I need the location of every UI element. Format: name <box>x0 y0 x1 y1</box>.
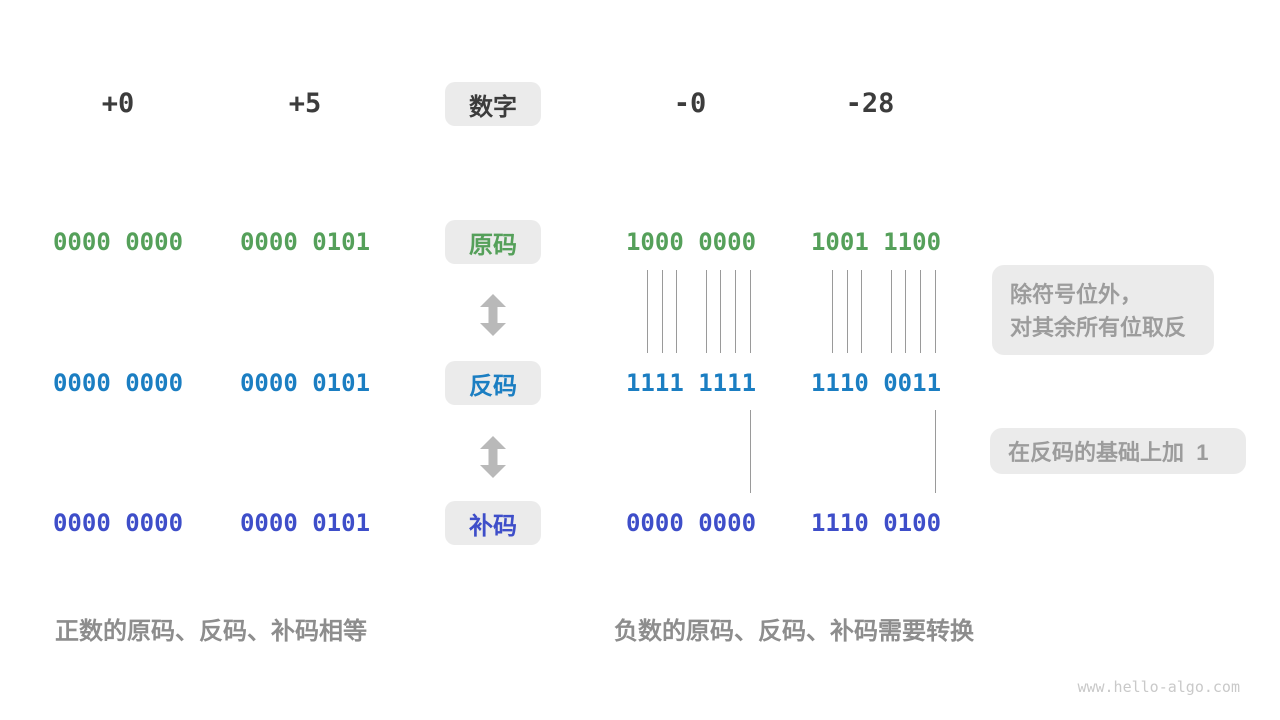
add-one-note: 在反码的基础上加 1 <box>990 428 1246 474</box>
sign-magnitude-value-minus28: 1001 1100 <box>810 228 942 256</box>
invert-bits-note: 除符号位外， 对其余所有位取反 <box>992 265 1214 355</box>
ones-complement-value-minus28: 1110 0011 <box>810 369 942 397</box>
sign-magnitude-value-plus5: 0000 0101 <box>239 228 371 256</box>
twos-complement-label: 补码 <box>469 512 517 540</box>
ones-complement-label: 反码 <box>469 372 517 400</box>
sign-magnitude-value-plus0: 0000 0000 <box>52 228 184 256</box>
twos-complement-value-minus0: 0000 0000 <box>625 509 757 537</box>
twos-complement-value-plus5: 0000 0101 <box>239 509 371 537</box>
bit-connector-line <box>662 270 663 353</box>
bit-connector-line <box>647 270 648 353</box>
header-number-plus0: +0 <box>101 88 135 119</box>
invert-bits-note-line2: 对其余所有位取反 <box>1010 315 1187 340</box>
bit-connector-line <box>676 270 677 353</box>
bit-connector-line <box>920 270 921 353</box>
bit-connector-line <box>720 270 721 353</box>
bit-connector-line <box>891 270 892 353</box>
invert-bits-note-line1: 除符号位外， <box>1010 282 1143 307</box>
header-number-minus0: -0 <box>673 88 707 119</box>
up-down-arrow-icon <box>480 294 506 336</box>
bit-connector-line <box>750 270 751 353</box>
bit-connector-line <box>832 270 833 353</box>
ones-complement-label-box: 反码 <box>445 361 541 405</box>
positive-numbers-caption: 正数的原码、反码、补码相等 <box>55 618 367 645</box>
sign-magnitude-value-minus0: 1000 0000 <box>625 228 757 256</box>
negative-numbers-caption: 负数的原码、反码、补码需要转换 <box>614 618 974 645</box>
twos-complement-value-plus0: 0000 0000 <box>52 509 184 537</box>
sign-magnitude-label-box: 原码 <box>445 220 541 264</box>
ones-complement-value-plus0: 0000 0000 <box>52 369 184 397</box>
twos-complement-label-box: 补码 <box>445 501 541 545</box>
bit-connector-line <box>706 270 707 353</box>
number-label: 数字 <box>469 93 517 121</box>
watermark-url: www.hello-algo.com <box>1077 678 1240 696</box>
ones-complement-value-minus0: 1111 1111 <box>625 369 757 397</box>
header-number-minus28: -28 <box>845 88 895 119</box>
sign-magnitude-label: 原码 <box>469 231 517 259</box>
bit-connector-line <box>905 270 906 353</box>
header-number-plus5: +5 <box>288 88 322 119</box>
bit-connector-line <box>735 270 736 353</box>
bit-connector-line <box>935 410 936 493</box>
bit-connector-line <box>847 270 848 353</box>
twos-complement-value-minus28: 1110 0100 <box>810 509 942 537</box>
ones-complement-value-plus5: 0000 0101 <box>239 369 371 397</box>
number-label-box: 数字 <box>445 82 541 126</box>
bit-connector-line <box>935 270 936 353</box>
bit-connector-line <box>861 270 862 353</box>
bit-connector-line <box>750 410 751 493</box>
add-one-note-text: 在反码的基础上加 1 <box>1008 440 1209 465</box>
up-down-arrow-icon <box>480 436 506 478</box>
